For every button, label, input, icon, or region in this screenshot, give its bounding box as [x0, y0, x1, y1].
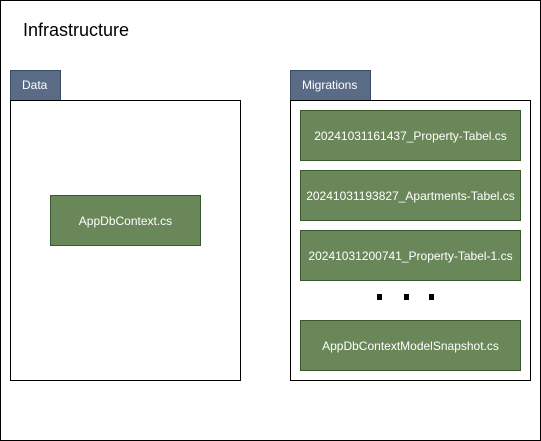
file-appdbcontext: AppDbContext.cs [50, 195, 201, 246]
ellipsis-dot [429, 294, 434, 300]
file-model-snapshot: AppDbContextModelSnapshot.cs [300, 320, 521, 371]
file-migration-3: 20241031200741_Property-Tabel-1.cs [300, 230, 521, 281]
data-folder-tab: Data [10, 70, 61, 100]
ellipsis-dot [377, 294, 382, 300]
ellipsis-dot [404, 294, 409, 300]
diagram-title: Infrastructure [23, 20, 130, 40]
file-migration-2: 20241031193827_Apartments-Tabel.cs [300, 170, 521, 221]
migrations-folder-tab: Migrations [290, 70, 371, 100]
file-migration-1: 20241031161437_Property-Tabel.cs [300, 110, 521, 161]
